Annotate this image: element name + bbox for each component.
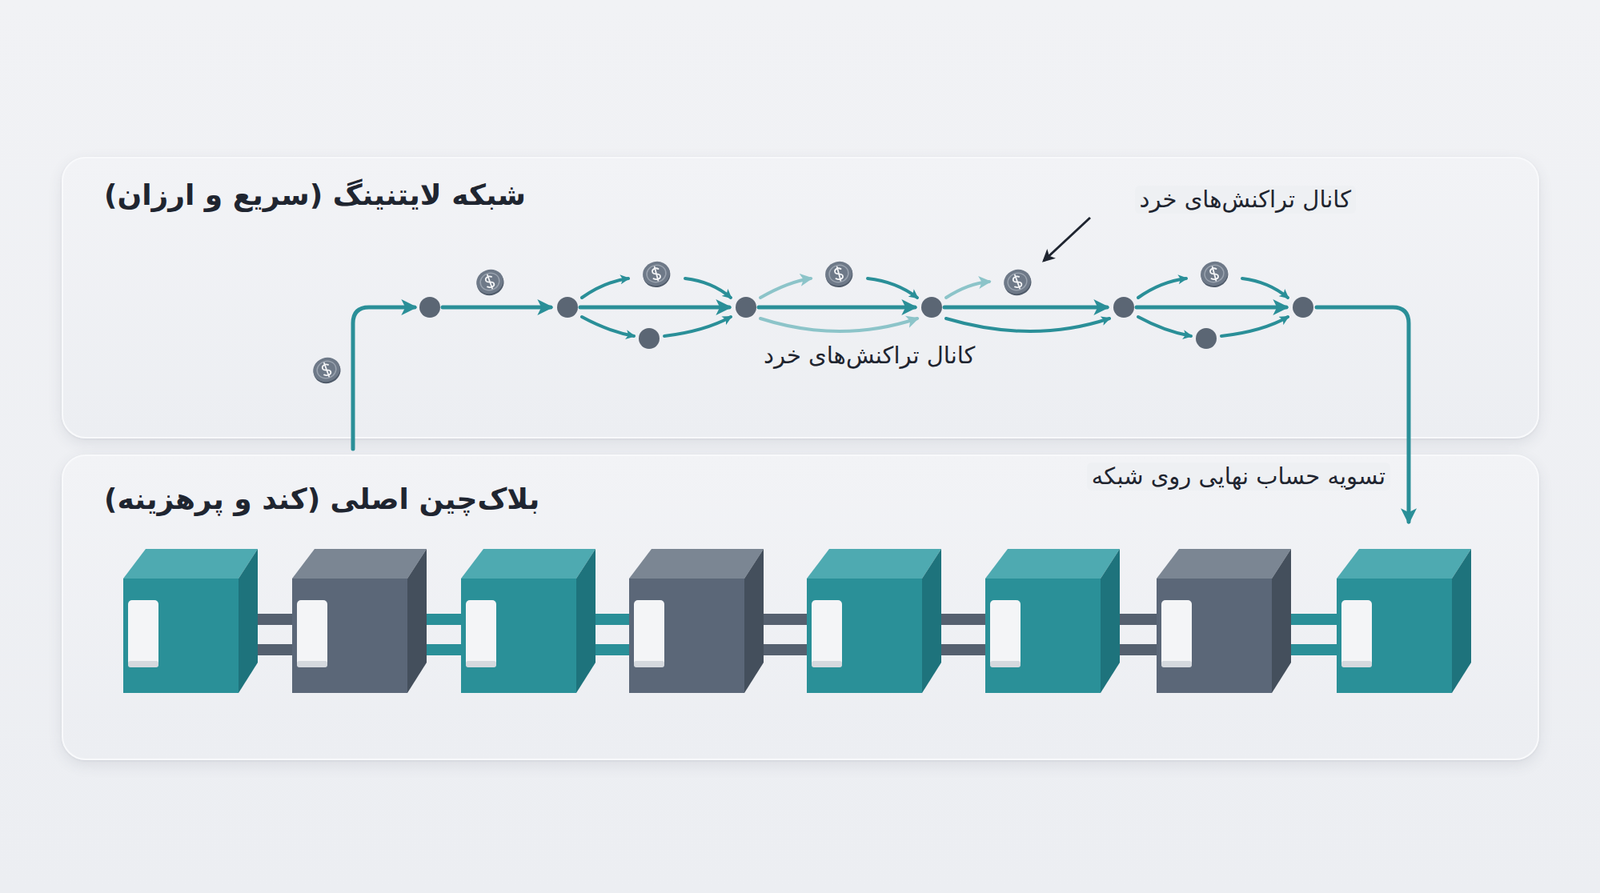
channel-label: تسویه حساب نهایی روی شبکه	[1086, 462, 1391, 491]
leader-arrow	[1043, 217, 1091, 261]
blockchain-blocks	[123, 549, 1472, 694]
channel-curves	[581, 278, 1288, 337]
coins	[309, 258, 1232, 388]
channel-label: کانال تراکنش‌های خرد	[758, 341, 980, 370]
layer-panel: بلاک‌چین اصلی (کند و پرهزینه)	[61, 454, 1540, 761]
flow-arrows	[352, 307, 1409, 522]
channel-label: کانال تراکنش‌های خرد	[1134, 185, 1356, 214]
panel-title: شبکه لایتنینگ (سریع و ارزان)	[104, 177, 526, 213]
panel-title: بلاک‌چین اصلی (کند و پرهزینه)	[104, 481, 540, 517]
